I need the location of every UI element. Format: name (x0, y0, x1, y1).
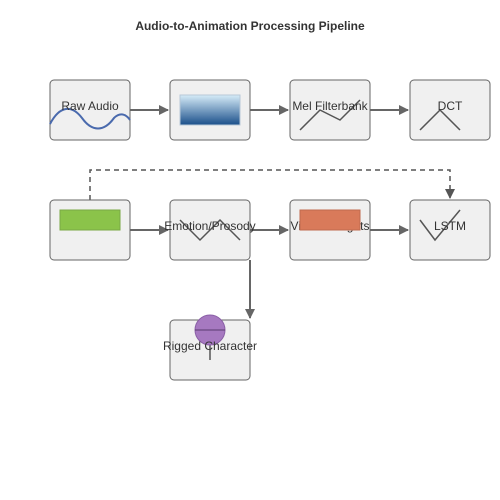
node-feature-block (49, 199, 131, 261)
edge-feature-to-lstm-dashed (89, 169, 455, 200)
node-lstm: LSTM (409, 199, 491, 261)
zigzag-icon (299, 99, 361, 131)
valley-icon (179, 218, 241, 242)
node-dct: DCT (409, 79, 491, 141)
node-spectrogram (169, 79, 251, 141)
node-label: Mel Filterbank (292, 99, 368, 113)
node-visual-weights: Visual Weights (289, 199, 371, 261)
node-label: Emotion/Prosody (164, 219, 255, 233)
spectrogram-icon (179, 94, 241, 126)
node-label: DCT (438, 99, 463, 113)
peak-icon (419, 108, 461, 131)
waveform-icon (49, 108, 131, 130)
orange-bar-icon (299, 209, 361, 231)
node-emotion-prosody: Emotion/Prosody (164, 199, 256, 261)
node-label: Rigged Character (163, 339, 257, 353)
node-mel-filterbank: Mel Filterbank (289, 79, 371, 141)
node-label: LSTM (434, 219, 466, 233)
node-rigged-character: Rigged Character (163, 314, 257, 381)
node-label: Raw Audio (61, 99, 119, 113)
check-icon (419, 209, 461, 242)
green-bar-icon (59, 209, 121, 231)
diagram-title: Audio-to-Animation Processing Pipeline (135, 19, 365, 33)
node-raw-audio: Raw Audio (49, 79, 131, 141)
